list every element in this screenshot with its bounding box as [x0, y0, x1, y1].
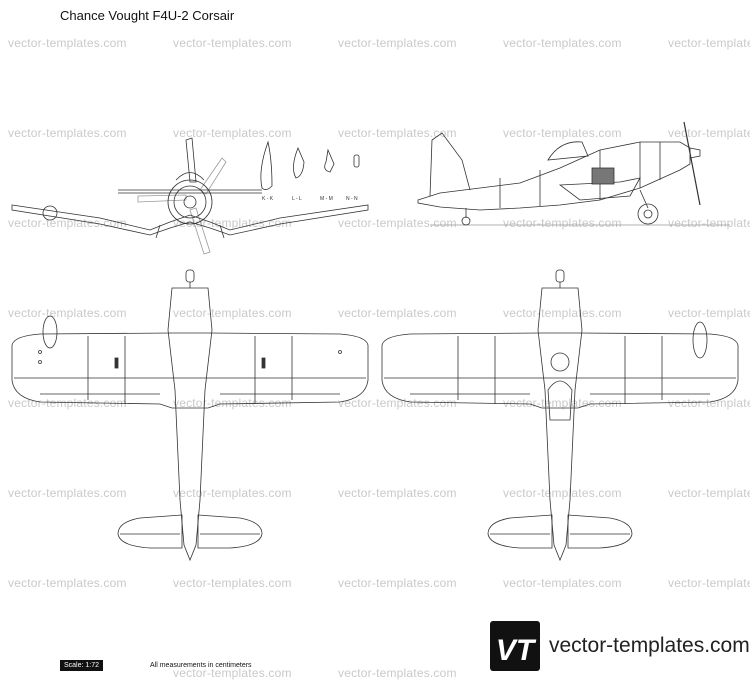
watermark-text: vector-templates.com: [503, 486, 622, 500]
section-label-k: K - K: [262, 196, 274, 202]
watermark-text: vector-templates.com: [173, 666, 292, 680]
watermark-text: vector-templates.com: [173, 306, 292, 320]
watermark-text: vector-templates.com: [503, 396, 622, 410]
watermark-text: vector-templates.com: [503, 126, 622, 140]
watermark-text: vector-templates.com: [8, 36, 127, 50]
watermark-text: vector-templates.com: [668, 216, 750, 230]
watermark-text: vector-templates.com: [668, 36, 750, 50]
watermark-text: vector-templates.com: [338, 486, 457, 500]
watermark-text: vector-templates.com: [503, 576, 622, 590]
watermark-text: vector-templates.com: [668, 486, 750, 500]
watermark-text: vector-templates.com: [338, 216, 457, 230]
watermark-text: vector-templates.com: [668, 306, 750, 320]
watermark-text: vector-templates.com: [8, 306, 127, 320]
bottom-view: [381, 269, 739, 562]
section-label-l: L - L: [292, 196, 302, 202]
watermark-text: vector-templates.com: [8, 216, 127, 230]
top-view: [11, 269, 369, 562]
watermark-text: vector-templates.com: [668, 576, 750, 590]
watermark-text: vector-templates.com: [338, 666, 457, 680]
section-label-m: M - M: [320, 196, 333, 202]
front-view: [11, 137, 369, 255]
page-title: Chance Vought F4U-2 Corsair: [60, 8, 235, 23]
watermark-text: vector-templates.com: [503, 36, 622, 50]
watermark-text: vector-templates.com: [173, 396, 292, 410]
watermark-text: vector-templates.com: [503, 216, 622, 230]
watermark-text: vector-templates.com: [8, 576, 127, 590]
watermark-text: vector-templates.com: [173, 126, 292, 140]
watermark-text: vector-templates.com: [8, 126, 127, 140]
watermark-text: vector-templates.com: [173, 576, 292, 590]
section-label-n: N - N: [346, 196, 358, 202]
watermark-text: vector-templates.com: [668, 126, 750, 140]
watermark-text: vector-templates.com: [338, 576, 457, 590]
cross-sections: [260, 140, 360, 190]
logo-icon: [490, 621, 540, 671]
logo-text[interactable]: vector-templates.com: [549, 634, 750, 657]
watermark-text: vector-templates.com: [173, 486, 292, 500]
watermark-text: vector-templates.com: [338, 306, 457, 320]
measurement-note: All measurements in centimeters: [150, 662, 252, 669]
watermark-text: vector-templates.com: [338, 396, 457, 410]
watermark-text: vector-templates.com: [503, 306, 622, 320]
watermark-text: vector-templates.com: [8, 486, 127, 500]
scale-label: Scale: 1:72: [60, 660, 104, 671]
side-view: [417, 121, 730, 226]
watermark-text: vector-templates.com: [668, 396, 750, 410]
watermark-text: vector-templates.com: [173, 36, 292, 50]
watermark-text: vector-templates.com: [338, 36, 457, 50]
watermark-text: vector-templates.com: [8, 396, 127, 410]
watermark-text: vector-templates.com: [338, 126, 457, 140]
